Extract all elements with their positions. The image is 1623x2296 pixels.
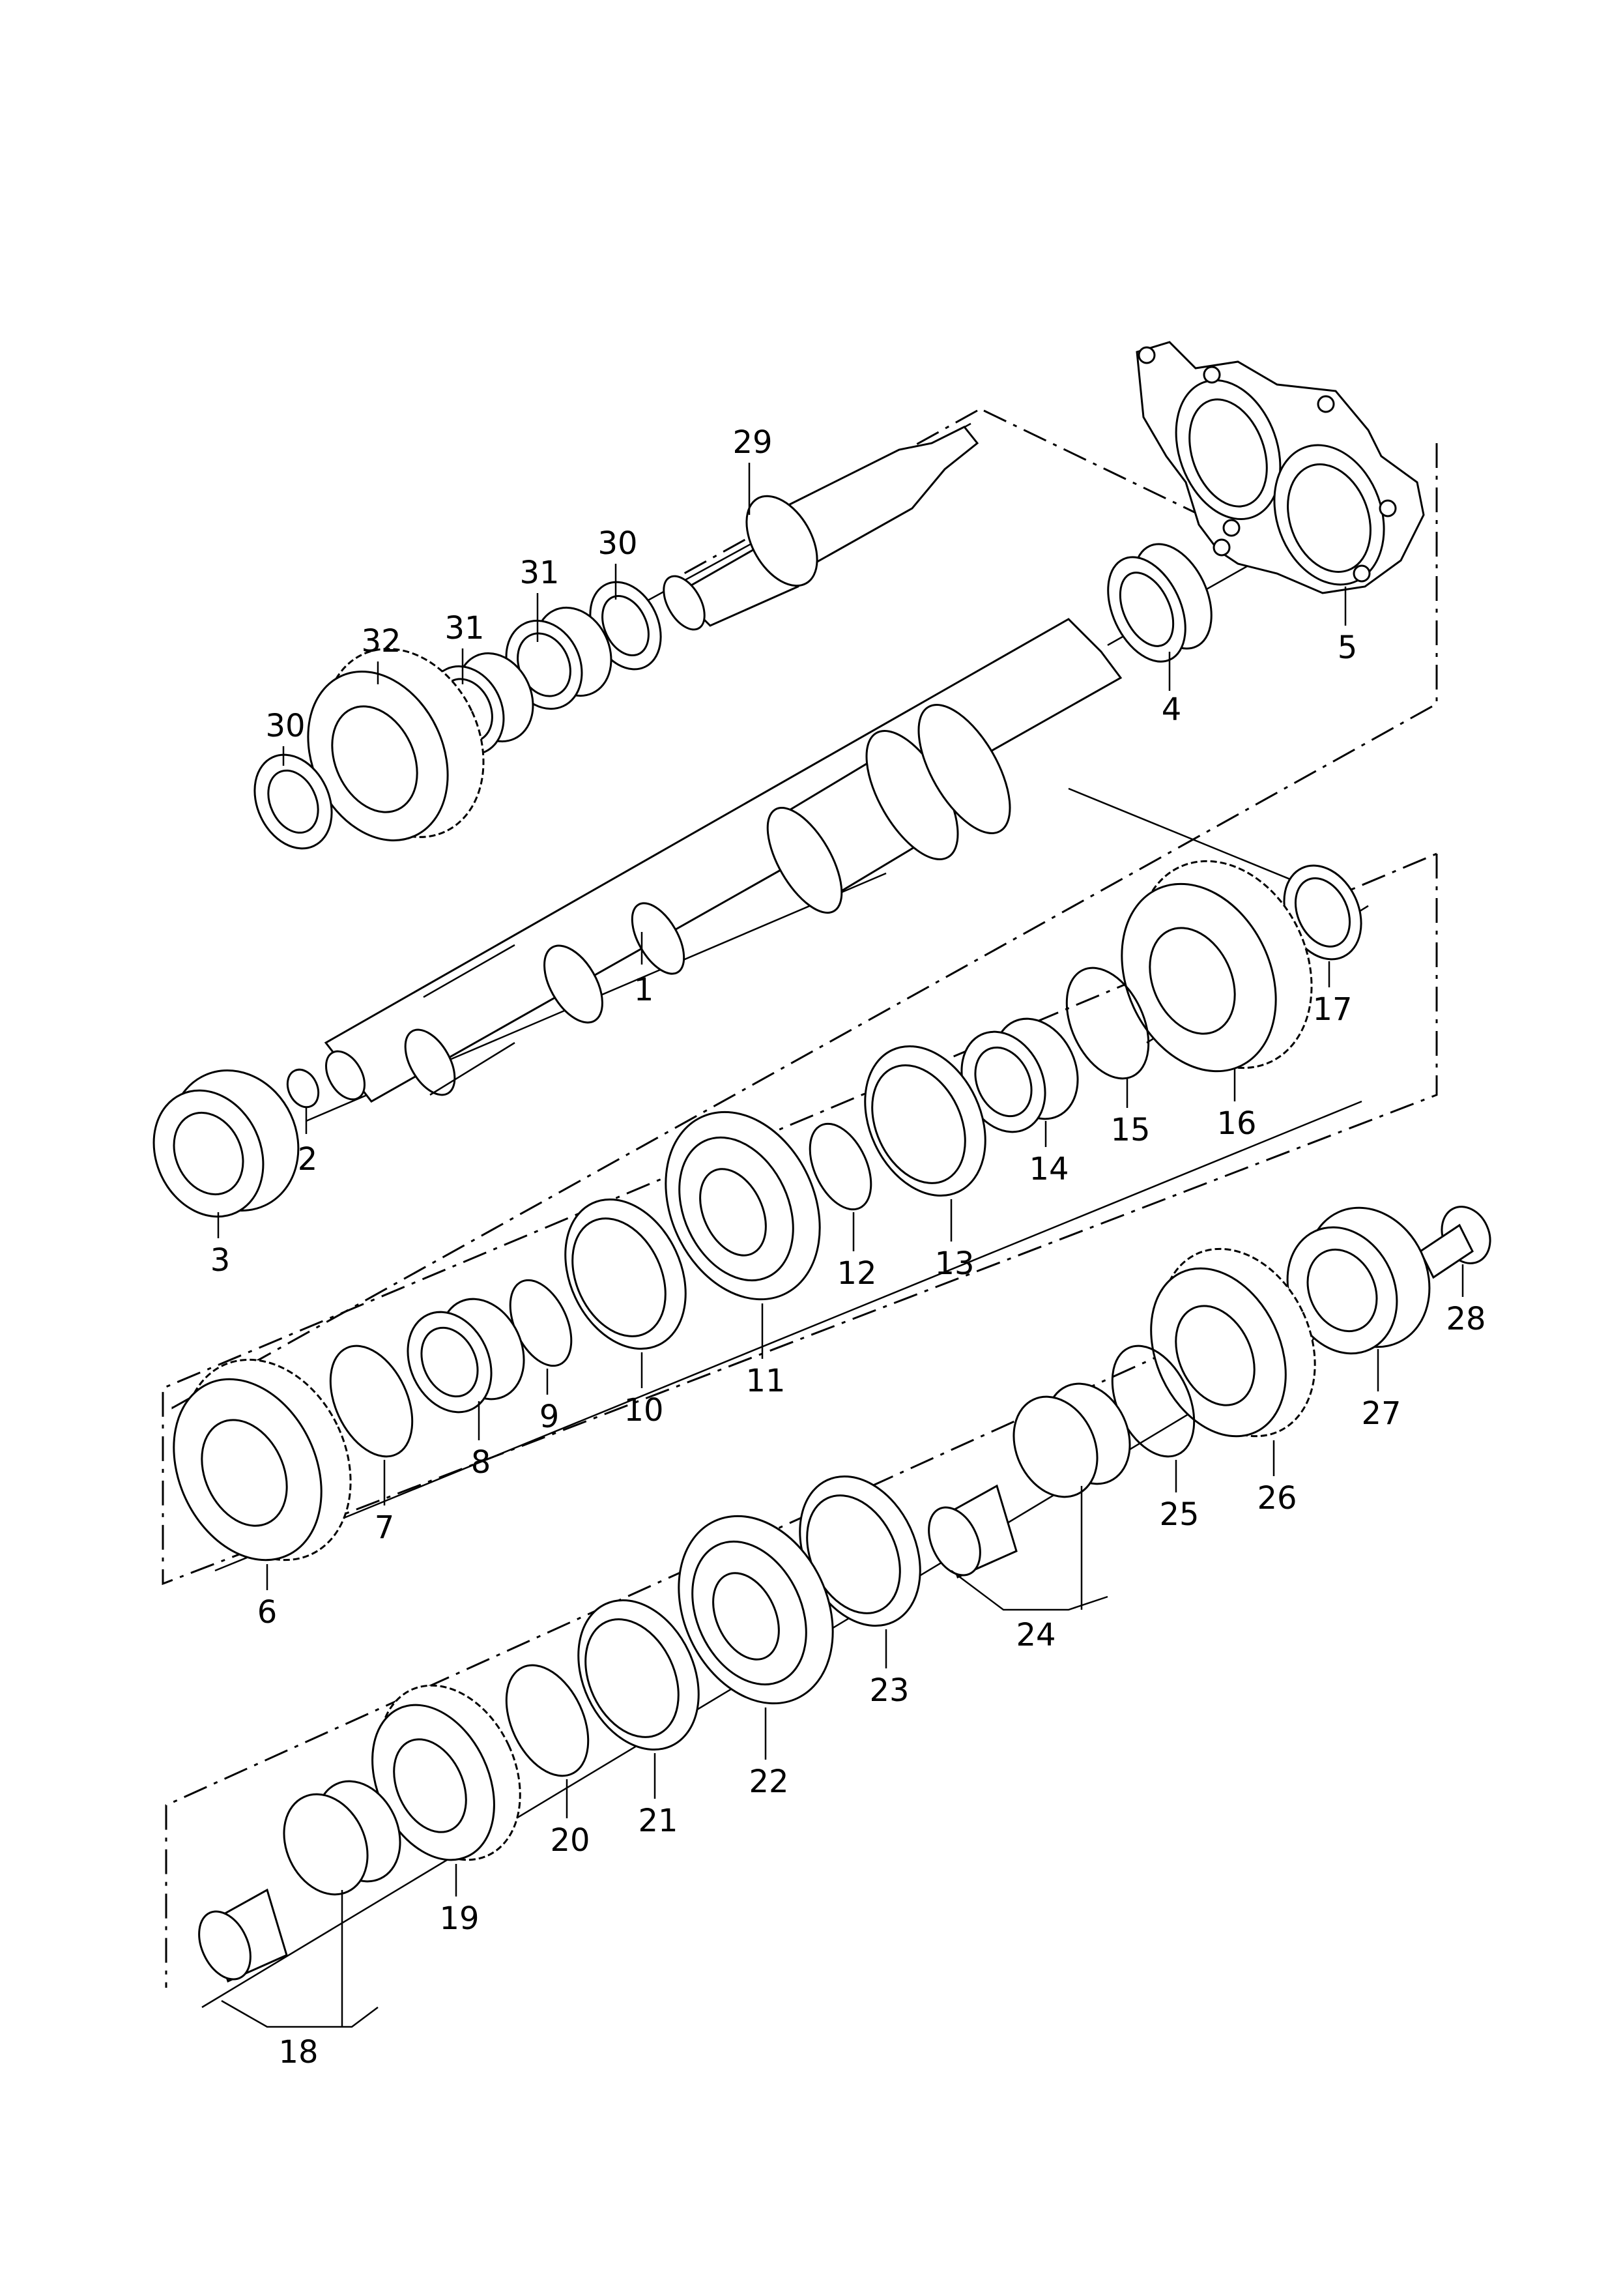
callout-27: 27	[1361, 1395, 1401, 1432]
callout-12: 12	[837, 1255, 876, 1292]
callout-24: 24	[1016, 1617, 1056, 1653]
callout-22: 22	[749, 1764, 788, 1800]
callout-31-upper: 31	[519, 555, 559, 591]
leader-lines	[217, 463, 1464, 2028]
callout-3: 3	[210, 1242, 231, 1279]
part-2-bush	[286, 1068, 320, 1109]
callout-8: 8	[471, 1444, 491, 1481]
part-19-gear	[371, 1684, 521, 1861]
callout-15: 15	[1110, 1112, 1150, 1148]
part-4-bearing	[1107, 543, 1213, 663]
callout-7: 7	[375, 1509, 395, 1546]
part-3-ball-bearing	[152, 1069, 300, 1218]
part-7-circlip	[329, 1344, 414, 1458]
callout-4: 4	[1162, 691, 1182, 728]
callout-9: 9	[539, 1399, 560, 1435]
part-28-plug	[1419, 1206, 1491, 1279]
part-1-main-shaft	[324, 618, 1123, 1103]
callout-labels: 1 2 3 4 5 6 7 8 9 10 11 12 13 14 15 16 1…	[210, 424, 1486, 2071]
part-24-needle-bearing-set	[928, 1382, 1131, 1579]
callout-19: 19	[439, 1900, 479, 1937]
part-18-needle-bearing-set	[198, 1780, 401, 1983]
part-29-shaft	[663, 426, 979, 631]
callout-20: 20	[550, 1822, 590, 1859]
callout-17: 17	[1312, 991, 1352, 1028]
callout-5: 5	[1338, 630, 1358, 666]
part-5-housing-plate	[1136, 341, 1425, 594]
part-23-synchro-ring	[799, 1475, 921, 1627]
part-31-needle-bearing-upper	[505, 606, 612, 710]
part-22-synchro-hub	[678, 1515, 834, 1705]
assembly-frame-lower	[165, 1292, 1297, 1988]
part-20-circlip	[505, 1664, 590, 1777]
part-16-gear	[1121, 860, 1313, 1073]
part-21-synchro-ring	[577, 1599, 700, 1751]
part-6-gear	[173, 1358, 352, 1562]
callout-31-lower: 31	[444, 610, 484, 647]
part-26-gear	[1150, 1247, 1316, 1438]
callout-32: 32	[361, 623, 401, 660]
callout-25: 25	[1159, 1496, 1199, 1533]
callout-2: 2	[298, 1141, 318, 1178]
part-17-washer	[1283, 864, 1362, 961]
callout-1: 1	[634, 972, 654, 1008]
part-27-ball-bearing	[1286, 1206, 1431, 1355]
callout-11: 11	[745, 1363, 785, 1399]
callout-18: 18	[278, 2034, 318, 2071]
part-12-circlip	[809, 1122, 872, 1211]
part-14-needle-bearing	[960, 1017, 1079, 1133]
callout-21: 21	[638, 1803, 678, 1839]
part-15-circlip	[1065, 966, 1150, 1080]
callout-30-upper: 30	[597, 525, 637, 562]
part-10-synchro-ring	[564, 1198, 687, 1350]
part-13-synchro-ring	[864, 1045, 986, 1197]
callout-30-lower: 30	[265, 708, 305, 744]
part-30-washer-lower	[253, 753, 333, 850]
part-11-synchro-hub	[665, 1111, 821, 1301]
callout-14: 14	[1029, 1151, 1069, 1187]
callout-28: 28	[1446, 1301, 1486, 1337]
callout-16: 16	[1216, 1105, 1256, 1142]
part-32-gear	[307, 648, 485, 841]
callout-29: 29	[732, 424, 772, 461]
callout-26: 26	[1257, 1480, 1297, 1517]
callout-6: 6	[257, 1594, 278, 1631]
callout-10: 10	[624, 1392, 663, 1429]
part-8-needle-bearing	[407, 1298, 525, 1414]
callout-23: 23	[869, 1672, 909, 1709]
callout-13: 13	[934, 1245, 974, 1282]
